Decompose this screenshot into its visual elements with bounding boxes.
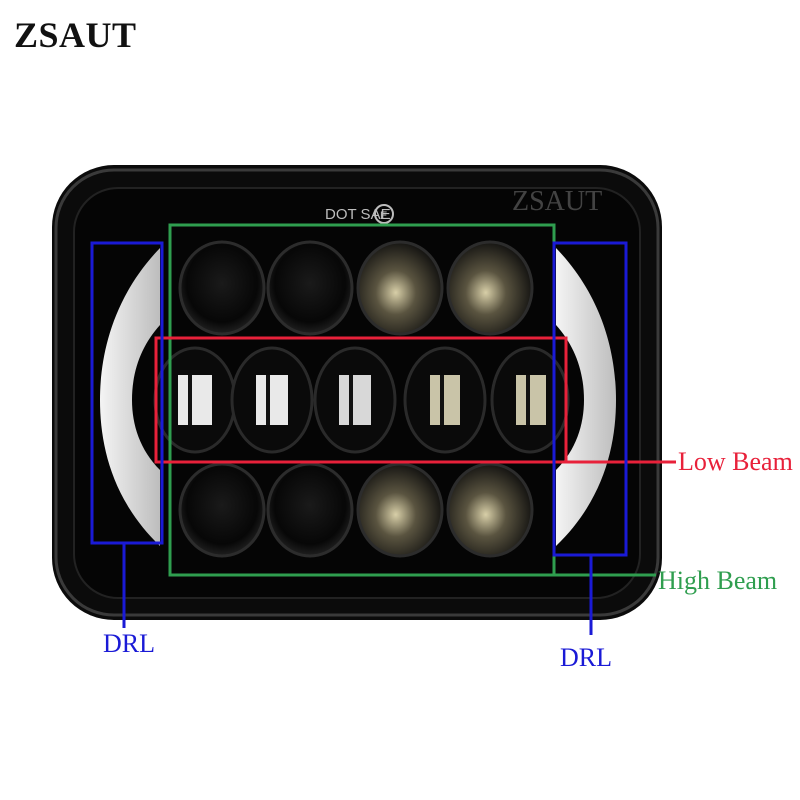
- drl-right-label: DRL: [560, 643, 612, 672]
- brand-logo: ZSAUT: [14, 15, 137, 55]
- lens-row-bottom: [178, 462, 534, 558]
- dot-sae-marking: DOT SAE: [325, 206, 391, 223]
- lens-row-top: [178, 240, 534, 336]
- low-beam-label: Low Beam: [678, 447, 793, 476]
- lens-row-middle: [153, 346, 570, 454]
- drl-right-strip: [556, 248, 616, 546]
- cert-mark-icon: [374, 204, 394, 224]
- high-beam-label: High Beam: [658, 566, 777, 595]
- drl-left-strip: [100, 248, 160, 546]
- drl-left-label: DRL: [103, 629, 155, 658]
- drl-right-callout: DRL: [552, 241, 628, 672]
- low-beam-callout: Low Beam: [154, 336, 793, 476]
- drl-left-callout: DRL: [90, 241, 164, 658]
- watermark: ZSAUT: [512, 186, 602, 217]
- cert-mark-letter: E: [380, 210, 387, 222]
